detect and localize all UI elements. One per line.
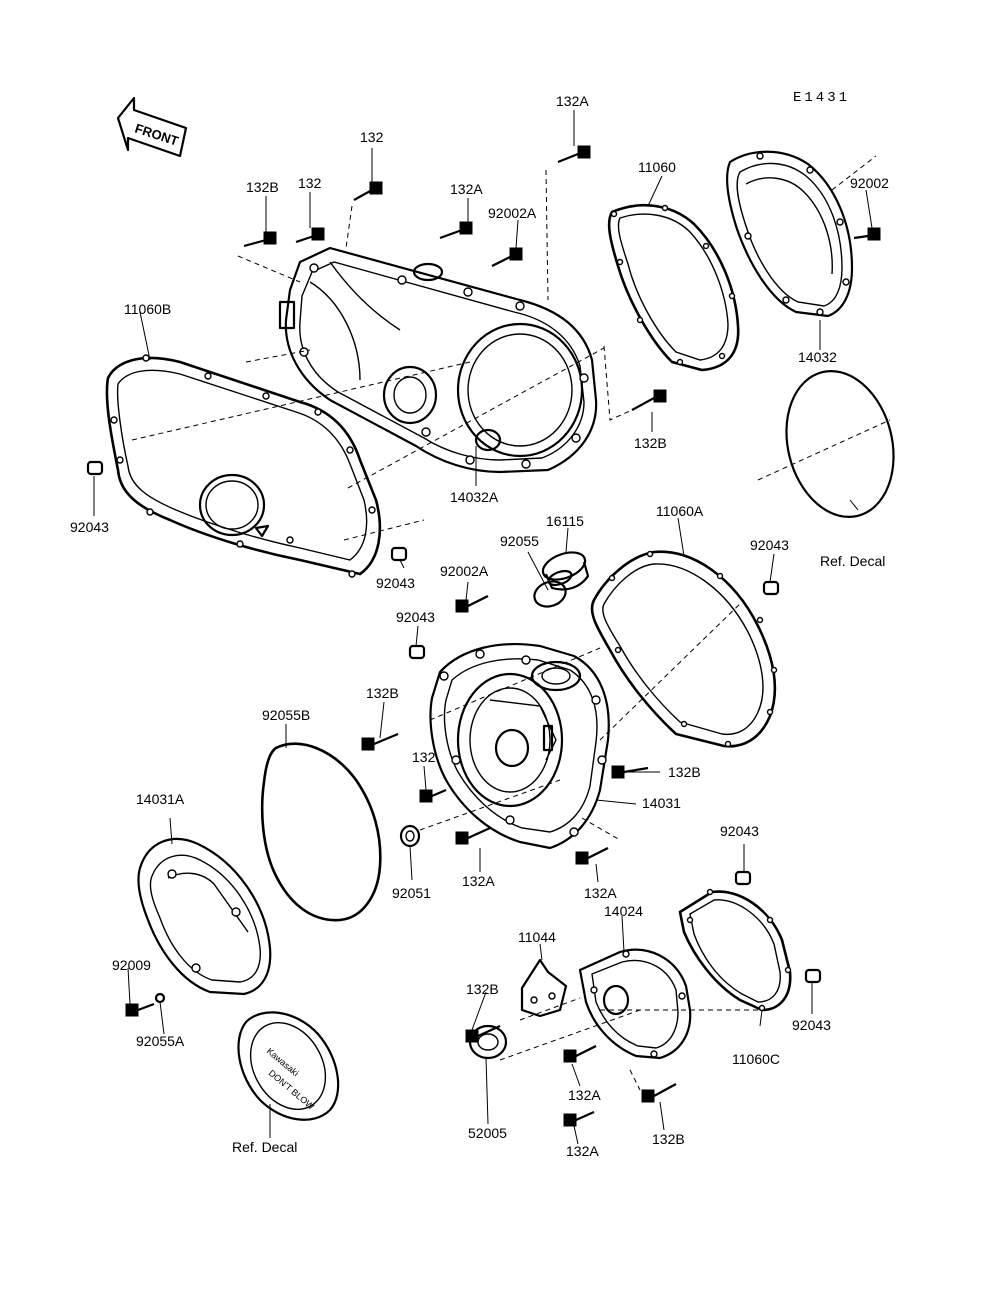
label-132b-bottom-right: 132B xyxy=(652,1131,685,1147)
bolt-132a-bottom xyxy=(563,1110,595,1127)
bolt-92009 xyxy=(125,1002,155,1017)
label-132b-right: 132B xyxy=(634,435,667,451)
label-92002: 92002 xyxy=(850,175,889,191)
label-92043-center: 92043 xyxy=(396,609,435,625)
bolt-132b-bottom-right xyxy=(641,1083,677,1103)
label-92055a: 92055A xyxy=(136,1033,185,1049)
label-132b-mid: 132B xyxy=(668,764,701,780)
label-92055: 92055 xyxy=(500,533,539,549)
bolt-132a-lower-right xyxy=(575,847,609,865)
bolt-132a-top xyxy=(557,145,591,164)
label-ref-decal-b: Ref. Decal xyxy=(232,1139,297,1155)
bolt-92002a-upper xyxy=(491,247,523,267)
assembly-line-1 xyxy=(237,169,633,421)
label-11060c: 11060C xyxy=(732,1051,780,1067)
dowel-92043-right xyxy=(762,580,780,596)
bolt-132b-left xyxy=(361,732,399,751)
label-14024: 14024 xyxy=(604,903,643,919)
dowel-92043-mid xyxy=(390,546,408,562)
label-92043-low: 92043 xyxy=(720,823,759,839)
label-11044: 11044 xyxy=(518,929,556,945)
label-132b-upper: 132B xyxy=(246,179,279,195)
label-92055b: 92055B xyxy=(262,707,310,723)
o-ring-92055a xyxy=(154,992,166,1004)
figure-code: E1431 xyxy=(793,90,850,106)
ref-decal-circle-b: Kawasaki DON'T BLOW xyxy=(237,1011,340,1121)
assembly-line-5 xyxy=(499,997,760,1091)
label-92043-mid: 92043 xyxy=(376,575,415,591)
label-ref-decal-a: Ref. Decal xyxy=(820,553,885,569)
label-14032: 14032 xyxy=(798,349,837,365)
label-11060b: 11060B xyxy=(124,301,171,317)
cover-14031 xyxy=(429,643,610,850)
bolt-132a-bottom-mid xyxy=(563,1045,597,1063)
label-132a-lower-right: 132A xyxy=(584,885,617,901)
label-92043-left: 92043 xyxy=(70,519,109,535)
label-132-lower: 132 xyxy=(412,749,436,765)
dowel-92043-lowright xyxy=(804,968,822,984)
dowel-92043-low xyxy=(734,870,752,886)
gasket-11060 xyxy=(607,203,740,372)
cover-14032a xyxy=(278,246,598,474)
assembly-line-4 xyxy=(419,599,745,841)
label-11060a: 11060A xyxy=(656,503,704,519)
label-14031: 14031 xyxy=(642,795,681,811)
cover-14032 xyxy=(726,150,854,318)
label-132-top: 132 xyxy=(360,129,384,145)
bolt-92002-right xyxy=(853,227,881,241)
label-14031a: 14031A xyxy=(136,791,185,807)
bolt-132-top xyxy=(353,181,383,201)
cover-14024 xyxy=(578,948,692,1060)
label-52005: 52005 xyxy=(468,1125,507,1141)
gasket-11060a xyxy=(590,550,778,748)
o-ring-92055b xyxy=(260,742,382,922)
gasket-11060c xyxy=(678,888,792,1012)
label-92009: 92009 xyxy=(112,957,151,973)
label-132a-lower-left: 132A xyxy=(462,873,495,889)
ref-decal-circle-a xyxy=(785,370,895,518)
bolt-132-upper xyxy=(295,227,325,244)
assembly-line-3 xyxy=(757,155,891,481)
assembly-line-2 xyxy=(131,347,605,541)
label-132b-bottom-left: 132B xyxy=(466,981,499,997)
bolt-132a-upper xyxy=(439,221,473,240)
label-92002a-lower: 92002A xyxy=(440,563,489,579)
ring-92051 xyxy=(399,824,421,848)
front-arrow-text: FRONT xyxy=(133,121,180,149)
dowel-92043-center xyxy=(408,644,426,660)
label-132a-bottom-mid: 132A xyxy=(568,1087,601,1103)
bolt-92002a-lower xyxy=(455,595,489,613)
bracket-11044 xyxy=(520,958,568,1018)
label-132b-left: 132B xyxy=(366,685,399,701)
front-arrow-icon: FRONT xyxy=(116,96,188,158)
label-132-upper: 132 xyxy=(298,175,322,191)
cover-14031a xyxy=(137,837,272,996)
label-92051: 92051 xyxy=(392,885,431,901)
label-132a-bottom: 132A xyxy=(566,1143,599,1159)
label-92043-right: 92043 xyxy=(750,537,789,553)
label-16115: 16115 xyxy=(546,513,584,529)
gasket-11060b xyxy=(105,354,382,578)
bolt-132b-mid xyxy=(611,765,649,779)
bolt-132b-upper xyxy=(243,231,277,248)
o-ring-92055 xyxy=(533,580,567,608)
dowel-92043-left xyxy=(86,460,104,476)
label-132a-upper: 132A xyxy=(450,181,483,197)
bolt-132b-bottom-left xyxy=(465,1024,501,1043)
label-92002a-upper: 92002A xyxy=(488,205,537,221)
label-14032a: 14032A xyxy=(450,489,499,505)
label-132a-top: 132A xyxy=(556,93,589,109)
bolt-132-lower xyxy=(419,788,447,803)
label-92043-lowright: 92043 xyxy=(792,1017,831,1033)
bolt-132b-right xyxy=(631,389,667,411)
label-11060: 11060 xyxy=(638,159,676,175)
bolt-132a-lower-left xyxy=(455,826,491,845)
